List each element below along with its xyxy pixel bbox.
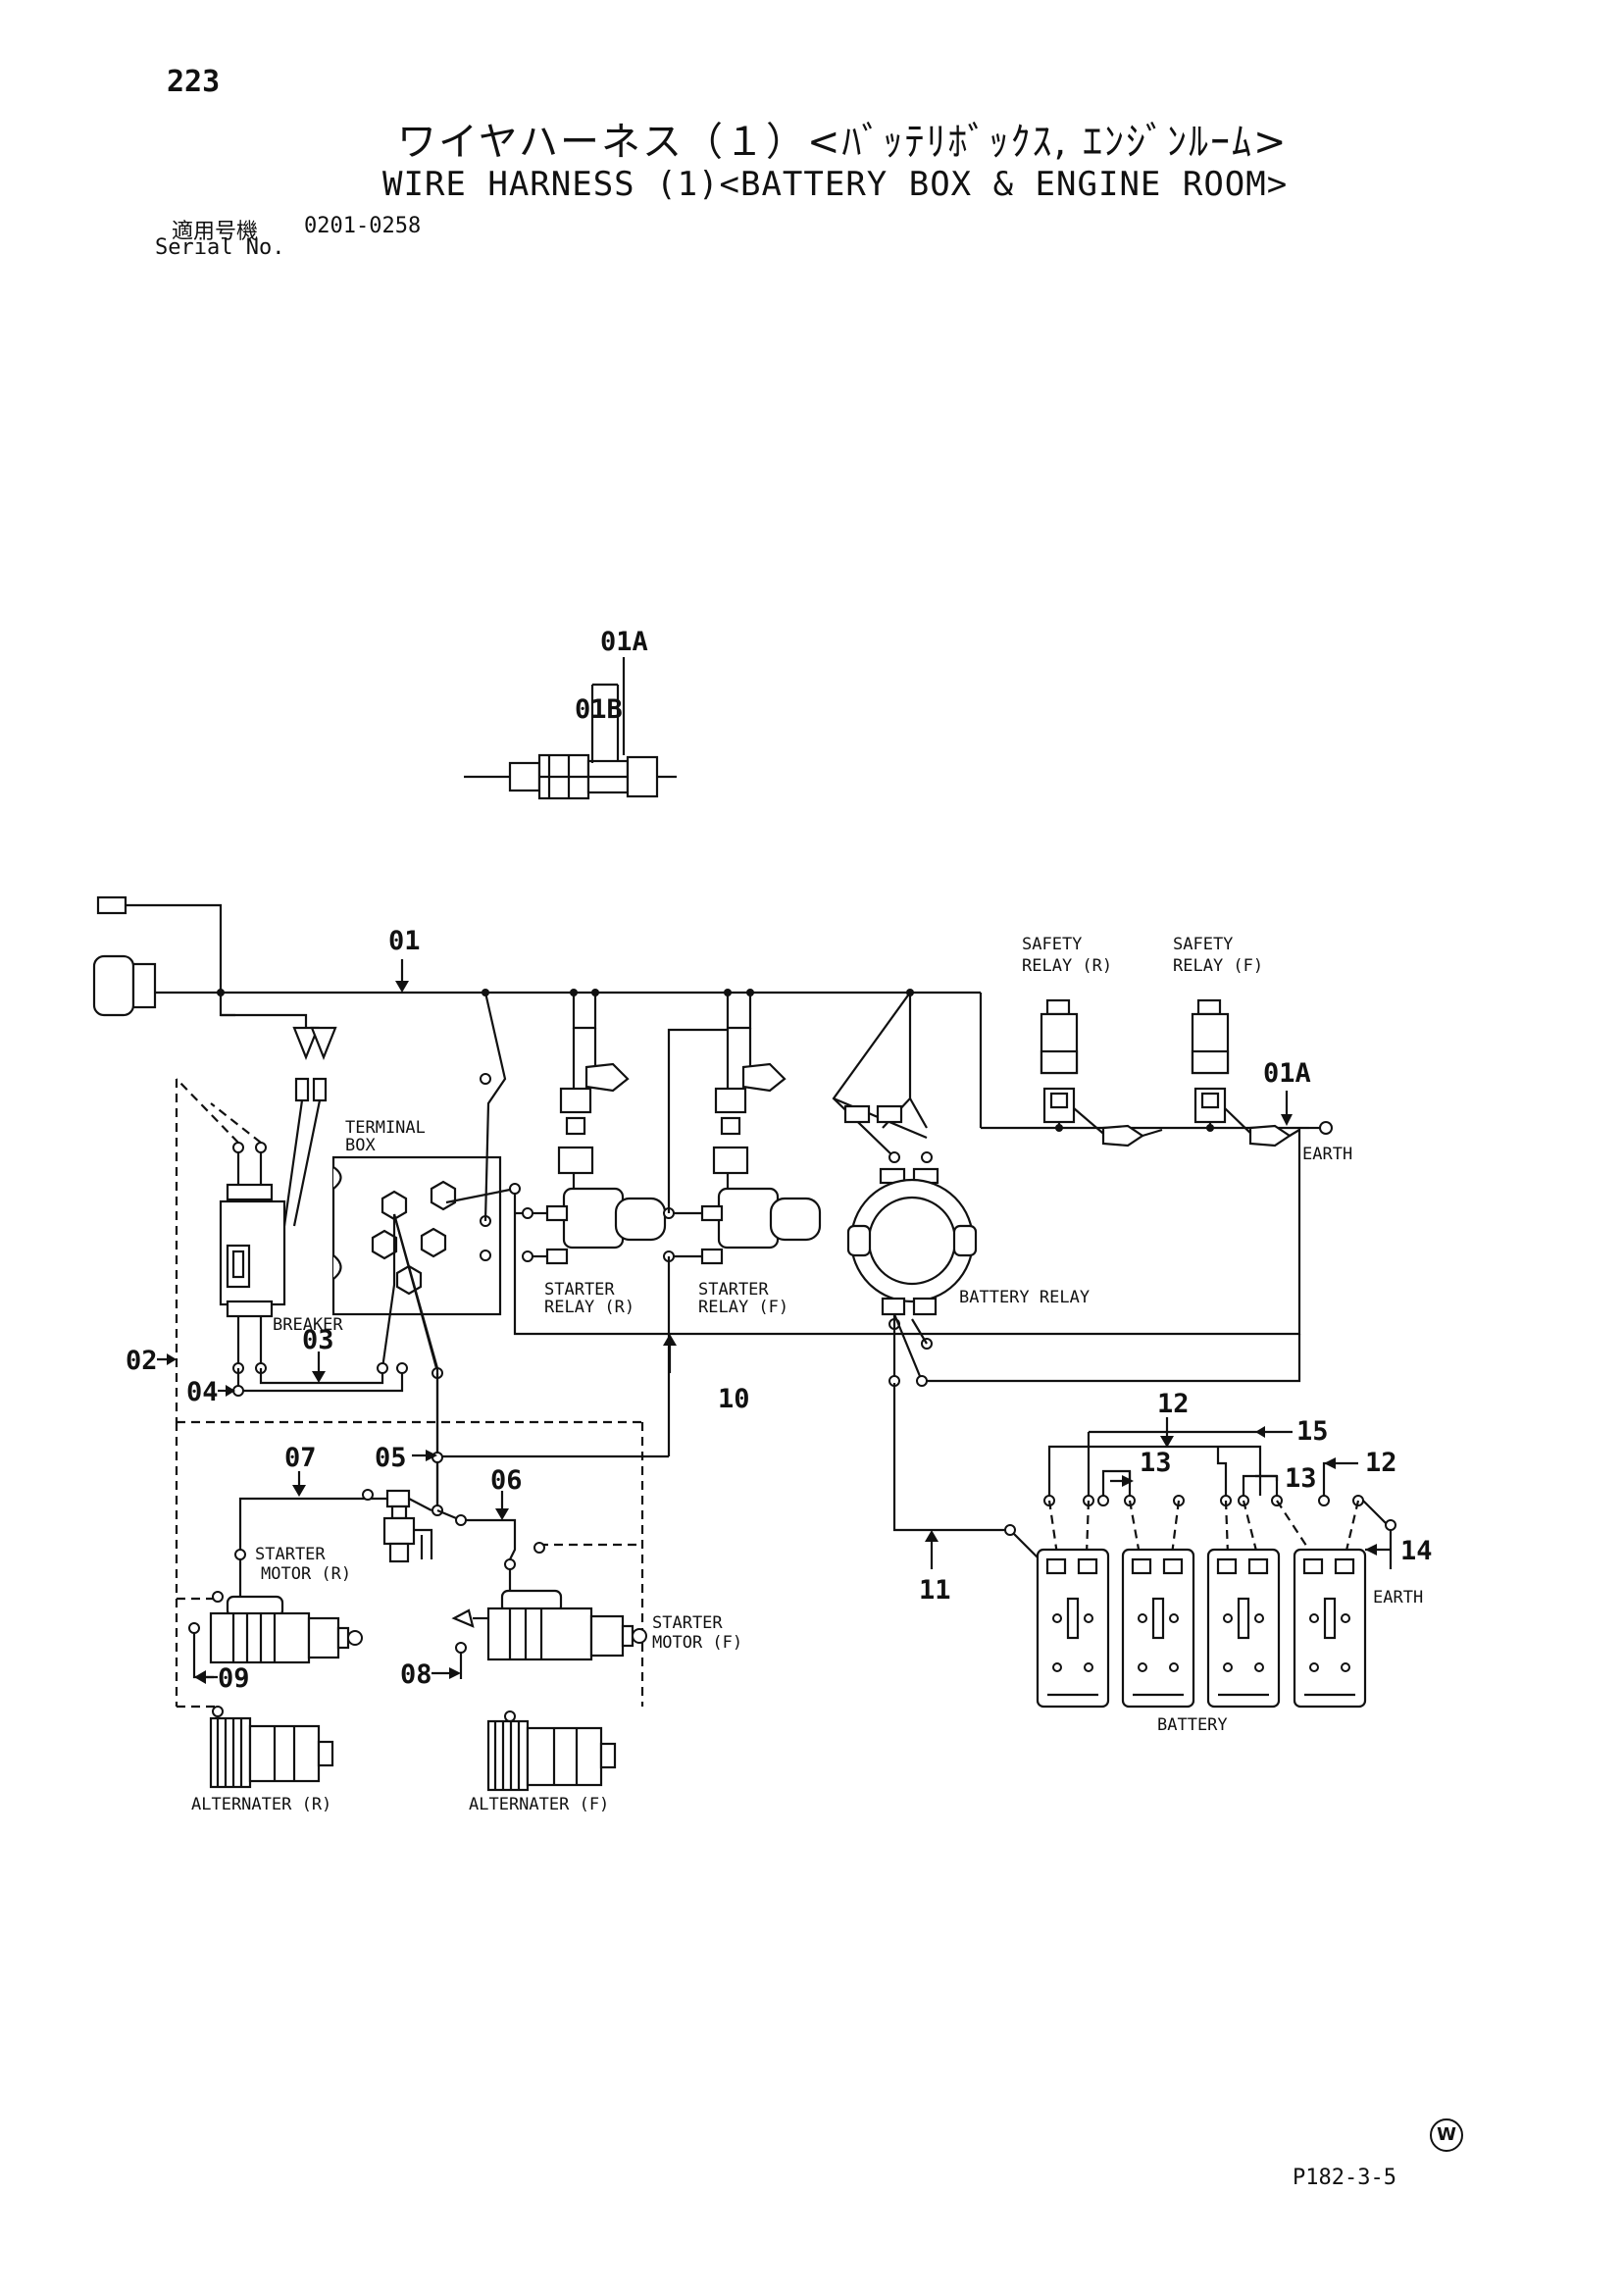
callout-03: 03	[302, 1325, 334, 1355]
battery-relay	[832, 992, 1301, 1387]
earth-top-terminal	[1309, 1121, 1333, 1135]
callout-15: 15	[1296, 1416, 1329, 1447]
page-code: P182-3-5	[1293, 2166, 1396, 2190]
label-alternater-f: ALTERNATER (F)	[469, 1795, 609, 1814]
callout-01: 01	[388, 926, 421, 956]
callout-01A-top: 01A	[600, 627, 648, 657]
label-battery: BATTERY	[1157, 1715, 1228, 1735]
callout-11: 11	[919, 1575, 951, 1606]
label-starter-relay-f-line2: RELAY (F)	[698, 1298, 788, 1317]
label-terminal-box-line2: BOX	[345, 1136, 376, 1155]
label-starter-relay-r-line1: STARTER	[544, 1280, 615, 1300]
label-earth-battery: EARTH	[1373, 1588, 1423, 1607]
label-alternater-r: ALTERNATER (R)	[191, 1795, 331, 1814]
alternater-r	[209, 1706, 334, 1789]
safety-relay-r	[1040, 998, 1163, 1148]
label-starter-motor-f-line1: STARTER	[652, 1613, 723, 1633]
terminal-box-wires	[377, 992, 1301, 1456]
callout-04: 04	[186, 1377, 219, 1407]
callout-05: 05	[375, 1443, 407, 1473]
starter-motor-f	[431, 1542, 647, 1679]
label-safety-relay-r-line2: RELAY (R)	[1022, 956, 1112, 976]
callout-02: 02	[126, 1346, 158, 1376]
wire-03	[236, 1352, 404, 1393]
callout-07: 07	[284, 1443, 317, 1473]
wires-05-06-07	[238, 1373, 517, 1563]
label-breaker: BREAKER	[273, 1315, 343, 1335]
starter-relay-f	[663, 993, 822, 1334]
callout-12-right: 12	[1365, 1448, 1397, 1478]
battery-bank	[1036, 1417, 1396, 1709]
callout-14: 14	[1400, 1536, 1433, 1566]
label-battery-relay: BATTERY RELAY	[959, 1288, 1090, 1307]
callout-08: 08	[400, 1659, 432, 1690]
label-safety-relay-f-line1: SAFETY	[1173, 935, 1233, 954]
connector-detail-drawing	[464, 657, 677, 800]
label-starter-motor-r-line2: MOTOR (R)	[261, 1564, 351, 1584]
serial-label-japanese: 適用号機	[172, 220, 259, 244]
label-earth-top: EARTH	[1302, 1145, 1352, 1164]
callout-06: 06	[490, 1465, 523, 1496]
wire-04	[218, 1385, 244, 1397]
page-number: 223	[167, 65, 221, 99]
label-starter-relay-f-line1: STARTER	[698, 1280, 769, 1300]
label-terminal-box-line1: TERMINAL	[345, 1118, 426, 1138]
callout-10: 10	[718, 1384, 750, 1414]
callout-01A-right: 01A	[1263, 1058, 1311, 1089]
breaker	[176, 1078, 286, 1374]
page-title-japanese: ワイヤハーネス（１）<ﾊﾞｯﾃﾘﾎﾞｯｸｽ, ｴﾝｼﾞﾝﾙｰﾑ>	[397, 120, 1289, 165]
starter-motor-r	[188, 1549, 363, 1684]
serial-label-english: Serial No.	[155, 235, 285, 260]
page-title-english: WIRE HARNESS (1)<BATTERY BOX & ENGINE RO…	[382, 165, 1289, 204]
safety-relay-f	[1191, 998, 1300, 1148]
callout-12-top: 12	[1157, 1389, 1190, 1419]
callout-01B: 01B	[575, 694, 623, 725]
label-starter-motor-r-line1: STARTER	[255, 1545, 326, 1564]
wire-10	[437, 1334, 677, 1458]
label-starter-relay-r-line2: RELAY (R)	[544, 1298, 634, 1317]
w-circle-mark: W	[1430, 2118, 1463, 2152]
main-harness-trunk	[92, 895, 1309, 1130]
serial-range: 0201-0258	[304, 214, 422, 238]
terminal-box	[331, 1155, 516, 1316]
label-safety-relay-r-line1: SAFETY	[1022, 935, 1082, 954]
label-starter-motor-f-line2: MOTOR (F)	[652, 1633, 742, 1653]
wire-11	[892, 1383, 1040, 1569]
callout-13-left: 13	[1140, 1448, 1172, 1478]
breaker-branch-wires	[219, 993, 337, 1227]
label-safety-relay-f-line2: RELAY (F)	[1173, 956, 1263, 976]
starter-relay-r	[515, 993, 667, 1265]
alternater-f	[486, 1710, 617, 1792]
callout-13-right: 13	[1285, 1463, 1317, 1494]
callout-09: 09	[218, 1663, 250, 1694]
